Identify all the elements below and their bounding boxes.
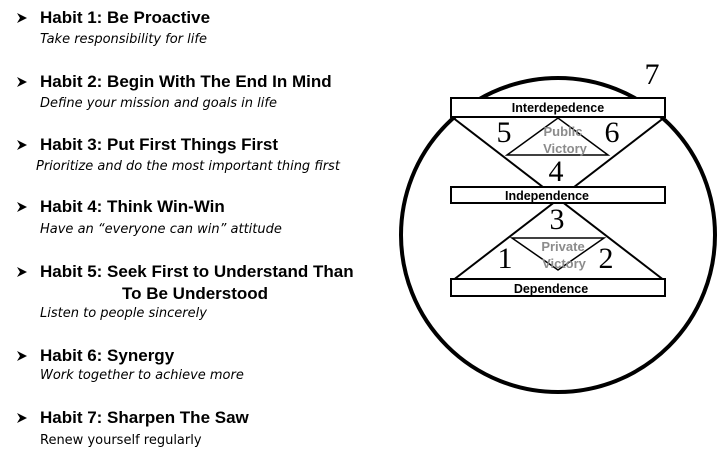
interdependence-label: Interdepedence <box>512 101 604 115</box>
habit-title: Habit 4: Think Win-Win <box>40 197 225 216</box>
habit-number-1: 1 <box>498 242 513 275</box>
habit-description: Define your mission and goals in life <box>40 96 277 111</box>
arrow-bullet-icon <box>17 13 27 23</box>
arrow-bullet-icon <box>17 351 27 361</box>
arrow-bullet-icon <box>17 77 27 87</box>
independence-box <box>450 186 666 204</box>
dependence-box <box>450 278 666 297</box>
habit-number-4: 4 <box>549 155 564 188</box>
habit-title: Habit 6: Synergy <box>40 346 175 365</box>
outer-circle <box>399 76 717 394</box>
arrow-bullet-icon <box>17 413 27 423</box>
habit-title: Habit 1: Be Proactive <box>40 8 211 27</box>
habit-description: Take responsibility for life <box>40 32 207 47</box>
private-victory-label-line1: Private <box>541 239 584 254</box>
private-victory-label-line2: Victory <box>542 256 587 271</box>
habit-number-5: 5 <box>497 116 512 149</box>
habit-number-7: 7 <box>645 58 660 91</box>
dependence-label: Dependence <box>514 282 588 296</box>
public-victory-label-line1: Public <box>543 124 582 139</box>
private-victory-triangle <box>509 237 607 271</box>
habit-description: Work together to achieve more <box>40 368 244 383</box>
habit-title: Habit 5: Seek First to Understand Than <box>40 262 354 281</box>
public-victory-triangle <box>504 117 611 156</box>
arrow-bullet-icon <box>17 202 27 212</box>
habit-number-3: 3 <box>550 203 565 236</box>
habit-description: Prioritize and do the most important thi… <box>36 159 340 174</box>
habit-description: Have an “everyone can win” attitude <box>40 222 282 237</box>
independence-label: Independence <box>505 189 589 203</box>
arrow-bullet-icon <box>17 140 27 150</box>
habit-number-6: 6 <box>605 116 620 149</box>
habit-title: Habit 3: Put First Things First <box>40 135 279 154</box>
habit-title: Habit 2: Begin With The End In Mind <box>40 72 332 91</box>
public-victory-label-line2: Victory <box>543 141 588 156</box>
habit-title-continuation: To Be Understood <box>122 284 269 303</box>
habit-number-2: 2 <box>599 242 614 275</box>
habit-description: Renew yourself regularly <box>40 433 202 448</box>
arrow-bullet-icon <box>17 267 27 277</box>
interdependence-box <box>450 97 666 118</box>
habit-title: Habit 7: Sharpen The Saw <box>40 408 249 427</box>
habit-description: Listen to people sincerely <box>40 306 207 321</box>
